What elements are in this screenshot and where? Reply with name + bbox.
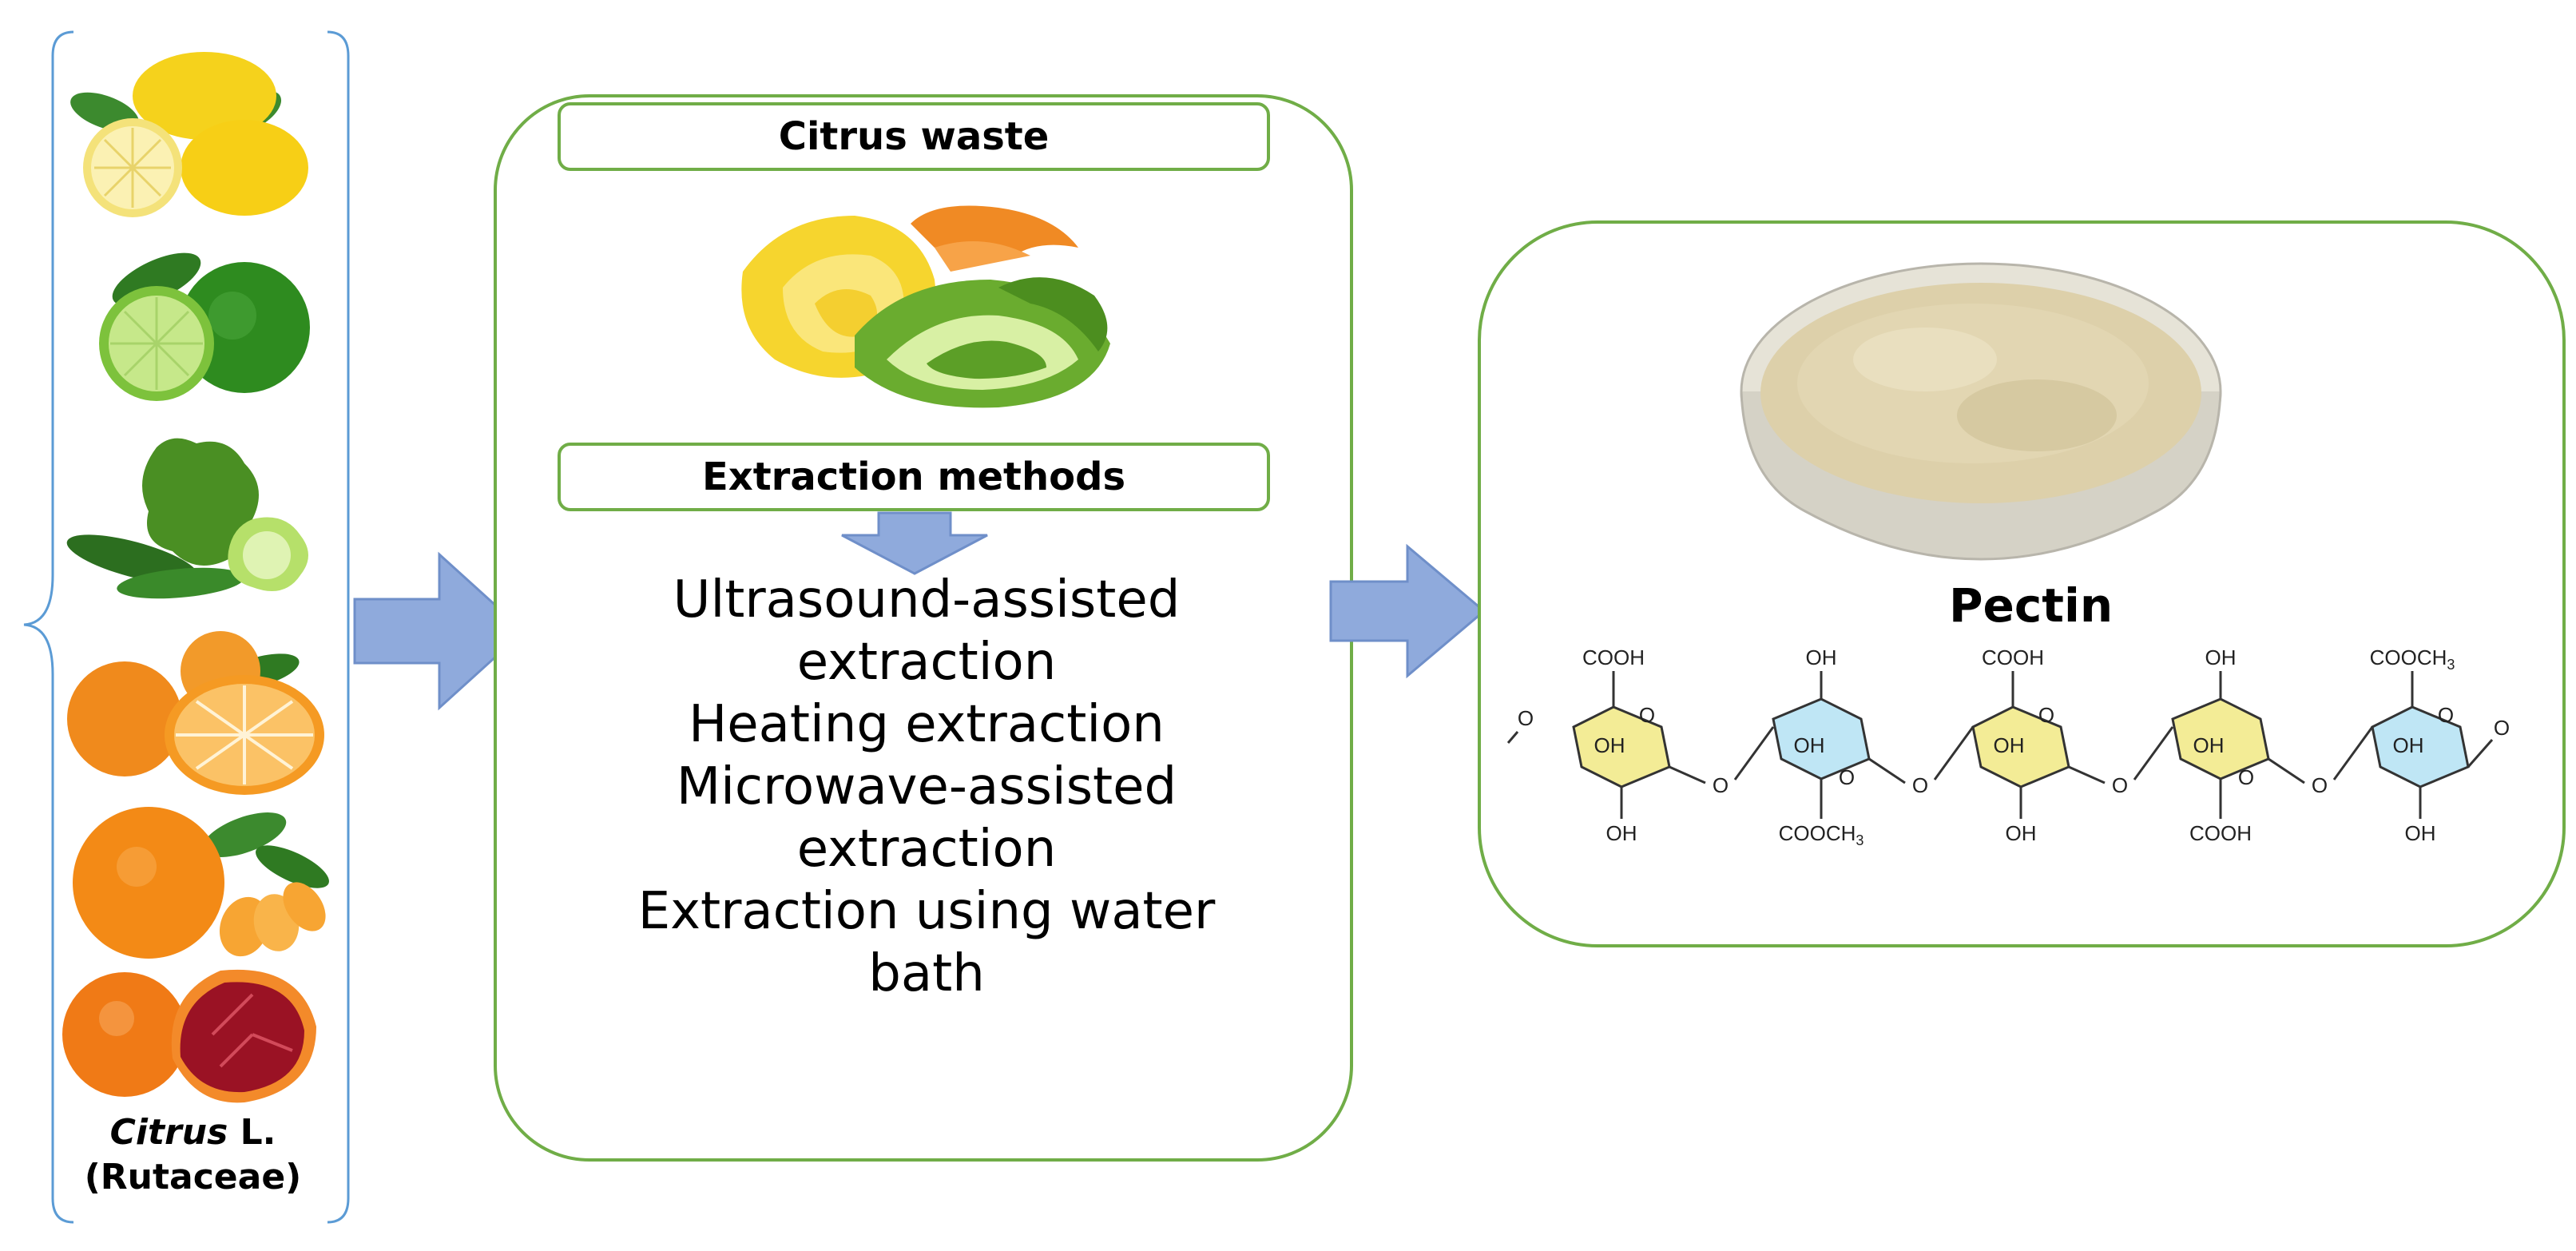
substituent-bottom-label: COOCH3 — [1779, 821, 1864, 848]
bond-line — [2467, 739, 2494, 768]
bond-line — [1933, 726, 1975, 780]
orange-icon — [67, 631, 324, 795]
ring-oxygen-label: O — [2038, 703, 2054, 727]
bracket-icon — [23, 30, 350, 1224]
ring-oh-label: OH — [2193, 733, 2225, 757]
tangerine-icon — [73, 807, 329, 959]
method-line: Microwave-assisted — [676, 757, 1177, 816]
glycosidic-oxygen-label: O — [1518, 706, 1534, 730]
pectin-powder-dish-icon — [1740, 262, 2222, 561]
ring-oxygen-label: O — [1839, 765, 1855, 789]
method-line: extraction — [796, 633, 1057, 692]
glycosidic-oxygen-label: O — [2312, 773, 2328, 797]
extraction-method-list: Ultrasound-assisted extraction Heating e… — [527, 569, 1326, 1005]
citrus-peel-icon — [741, 205, 1110, 408]
substituent-top-label: COOCH3 — [2370, 645, 2455, 673]
blood-orange-icon — [62, 969, 316, 1103]
kaffir-lime-icon — [66, 438, 308, 599]
genus-authority: L. — [228, 1112, 276, 1153]
ring-oh-label: OH — [1994, 733, 2025, 757]
substituent-bottom-label: OH — [2405, 821, 2436, 845]
method-line: Heating extraction — [689, 695, 1165, 754]
method-line: extraction — [796, 820, 1057, 879]
bond-line — [2133, 726, 2174, 780]
citrus-waste-label: Citrus waste — [558, 102, 1270, 171]
glycosidic-oxygen-label: O — [1713, 773, 1729, 797]
lime-icon — [99, 252, 310, 401]
glycosidic-oxygen-label: O — [1912, 773, 1928, 797]
bond-line — [2268, 757, 2305, 784]
bond-line — [1868, 757, 1906, 784]
ring-oh-label: OH — [1594, 733, 1625, 757]
bond-line — [2068, 765, 2106, 784]
ring-oxygen-label: O — [2438, 703, 2454, 727]
pectin-title: Pectin — [1949, 578, 2114, 633]
substituent-top-label: OH — [2205, 645, 2237, 669]
substituent-bottom-label: COOH — [2189, 821, 2252, 845]
bond-line — [1733, 726, 1775, 780]
glycosidic-oxygen-label: O — [2112, 773, 2128, 797]
ring-oxygen-label: O — [2238, 765, 2254, 789]
method-line: Ultrasound-assisted — [673, 570, 1181, 629]
ring-oh-label: OH — [1794, 733, 1825, 757]
substituent-top-label: COOH — [1982, 645, 2044, 669]
method-line: Extraction using water — [637, 882, 1216, 941]
bond-line — [1669, 765, 1706, 784]
right-arrow-icon — [1329, 543, 1486, 679]
genus-name: Citrus — [109, 1112, 228, 1153]
glycosidic-oxygen-label: O — [2494, 716, 2510, 740]
ring-oh-label: OH — [2393, 733, 2424, 757]
substituent-top-label: COOH — [1582, 645, 1645, 669]
family-name: (Rutaceae) — [84, 1157, 302, 1197]
method-line: bath — [868, 944, 985, 1003]
substituent-bottom-label: OH — [1606, 821, 1637, 845]
lemon-icon — [70, 52, 308, 217]
bond-line — [2332, 726, 2374, 780]
substituent-top-label: OH — [1806, 645, 1837, 669]
down-arrow-icon — [841, 511, 988, 575]
ring-oxygen-label: O — [1639, 703, 1655, 727]
extraction-methods-label: Extraction methods — [558, 443, 1270, 511]
substituent-bottom-label: OH — [2006, 821, 2037, 845]
right-arrow-icon — [353, 551, 526, 711]
bond-line — [1506, 731, 1519, 744]
genus-caption: Citrus L. (Rutaceae) — [51, 1110, 335, 1200]
citrus-source-panel: Citrus L. (Rutaceae) — [0, 0, 367, 1251]
